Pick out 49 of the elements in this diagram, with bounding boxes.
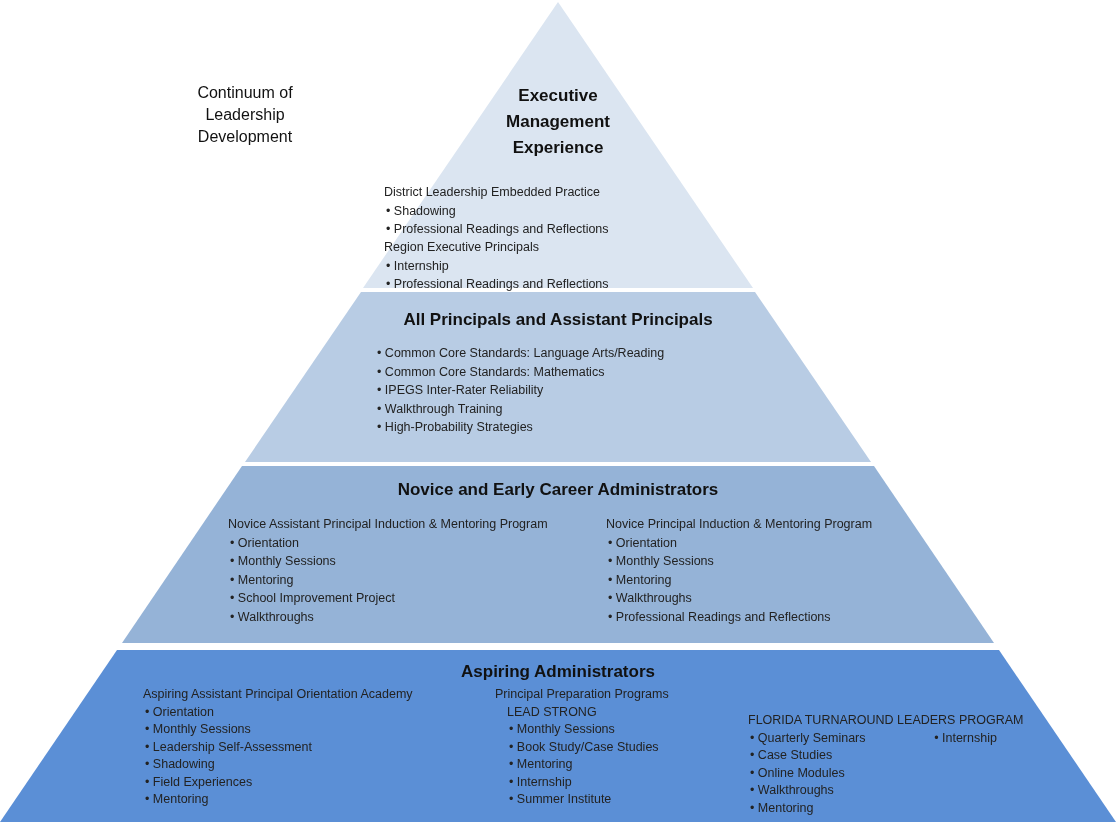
bullet-item: • Professional Readings and Reflections — [607, 608, 832, 626]
tier-heading: Executive Management Experience — [505, 85, 611, 159]
bullet-item: • Professional Readings and Reflections — [385, 221, 609, 238]
bullet-item: • Shadowing — [144, 756, 216, 773]
program-title: Aspiring Assistant Principal Orientation Academy — [143, 686, 413, 703]
program-subtitle: LEAD STRONG — [506, 703, 598, 721]
bullet-item: • Mentoring — [508, 756, 574, 773]
bullet-item: • Field Experiences — [144, 773, 254, 791]
program-title: FLORIDA TURNAROUND LEADERS PROGRAM — [748, 712, 1024, 729]
bullet-item: • Walkthrough Training — [376, 400, 504, 418]
bullet-item: • Internship — [385, 257, 450, 275]
program-title: Novice Principal Induction & Mentoring Program — [606, 516, 873, 533]
bullet-item: • Mentoring — [144, 791, 210, 808]
bullet-item: • Book Study/Case Studies — [508, 738, 660, 756]
bullet-item: • Leadership Self-Assessment — [144, 738, 313, 756]
bullet-item: • IPEGS Inter-Rater Reliability — [376, 382, 545, 399]
bullet-item: • Summer Institute — [508, 791, 613, 808]
tier-heading: All Principals and Assistant Principals — [403, 310, 713, 330]
program-title: Region Executive Principals — [384, 239, 540, 256]
bullet-item: • Orientation — [144, 703, 215, 721]
bullet-item: • Common Core Standards: Mathematics — [376, 363, 606, 381]
bullet-item: • Monthly Sessions — [607, 553, 715, 570]
bullet-item: • Case Studies — [749, 747, 834, 764]
bullet-item: • Mentoring — [749, 799, 815, 817]
bullet-item: • Orientation — [607, 534, 678, 552]
bullet-item: • Internship — [508, 773, 573, 791]
bullet-item: • High-Probability Strategies — [376, 419, 534, 436]
bullet-item: • Monthly Sessions — [144, 721, 252, 738]
bullet-item: • School Improvement Project — [229, 590, 396, 607]
bullet-item: • Quarterly Seminars — [749, 729, 867, 747]
bullet-item: • Mentoring — [229, 571, 295, 589]
bullet-item: • Internship — [933, 729, 998, 747]
tier-heading: Aspiring Administrators — [461, 662, 655, 682]
bullet-item: • Monthly Sessions — [508, 721, 616, 738]
bullet-item: • Monthly Sessions — [229, 553, 337, 570]
bullet-item: • Professional Readings and Reflections — [385, 276, 609, 293]
bullet-item: • Common Core Standards: Language Arts/Reading — [376, 345, 665, 362]
bullet-item: • Walkthroughs — [229, 608, 315, 626]
bullet-item: • Mentoring — [607, 571, 673, 589]
bullet-item: • Online Modules — [749, 764, 846, 782]
program-title: Principal Preparation Programs — [495, 686, 669, 703]
bullet-item: • Walkthroughs — [749, 782, 835, 799]
bullet-item: • Shadowing — [385, 202, 457, 220]
bullet-item: • Walkthroughs — [607, 590, 693, 607]
program-title: Novice Assistant Principal Induction & Mentoring Program — [228, 516, 548, 533]
program-title: District Leadership Embedded Practice — [384, 184, 602, 201]
diagram-title: Continuum of Leadership Development — [196, 83, 294, 147]
tier-heading: Novice and Early Career Administrators — [397, 480, 719, 500]
bullet-item: • Orientation — [229, 534, 300, 552]
